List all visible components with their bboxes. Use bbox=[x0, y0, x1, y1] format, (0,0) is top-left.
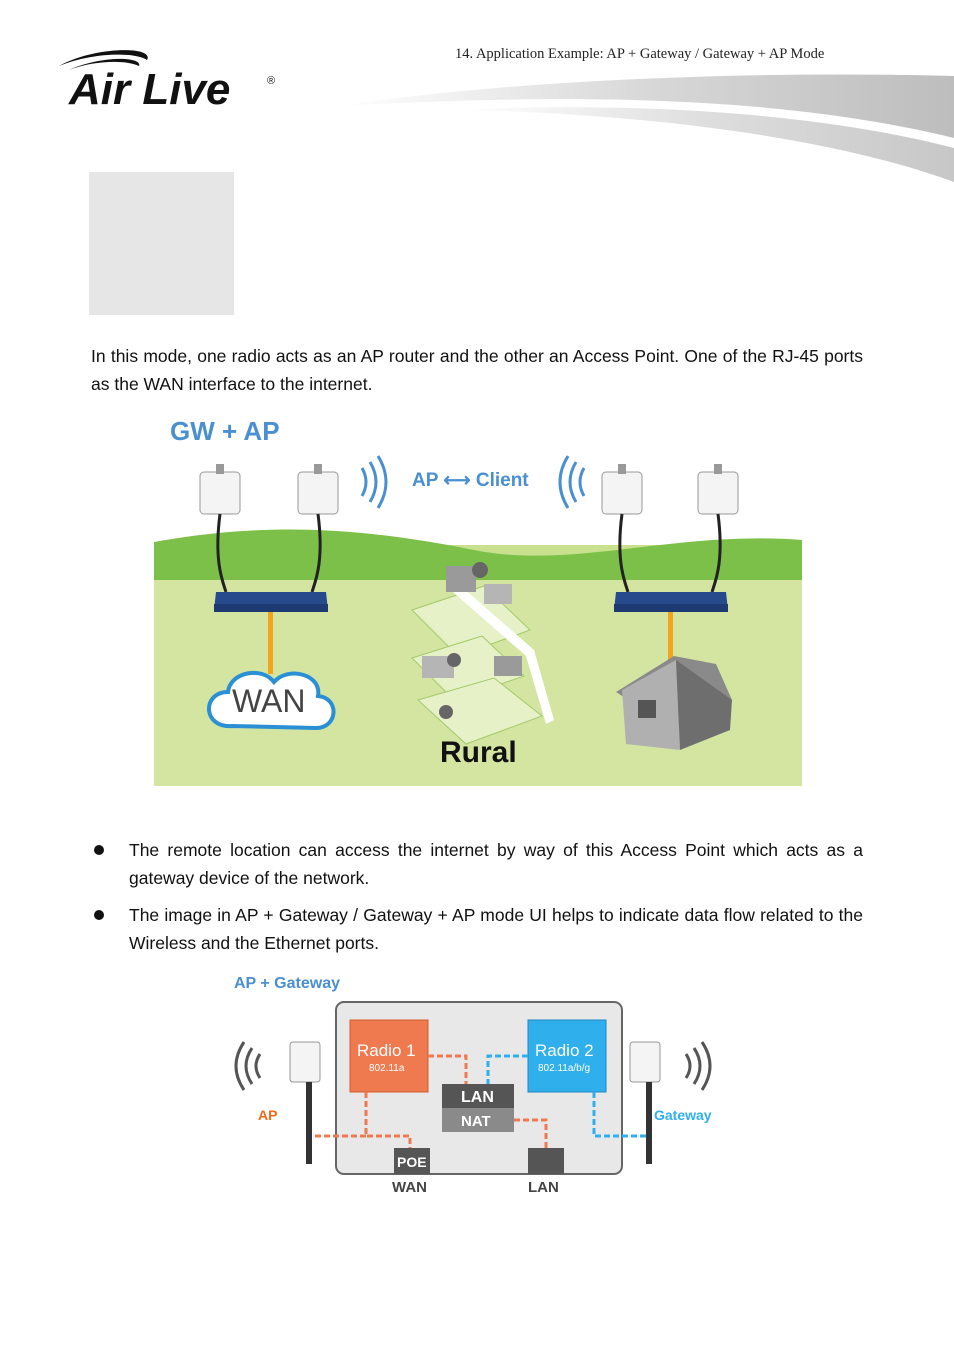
wan-port-label: WAN bbox=[392, 1179, 427, 1196]
right-ap-units bbox=[601, 464, 739, 593]
wifi-waves-left-icon bbox=[360, 455, 388, 509]
right-wifi-waves-icon bbox=[684, 1041, 712, 1091]
lan-port-label: LAN bbox=[528, 1179, 559, 1196]
bullet-dot bbox=[94, 845, 104, 855]
left-cable bbox=[268, 612, 273, 674]
radio1-label: Radio 1 bbox=[357, 1041, 416, 1060]
bullet-item: The remote location can access the inter… bbox=[129, 840, 863, 888]
lan-block bbox=[442, 1084, 514, 1108]
gateway-side-label: Gateway bbox=[654, 1107, 712, 1123]
ap-gateway-diagram: AP + Gateway Radio 1 802.11a Radio 2 802… bbox=[234, 975, 712, 1196]
nat-block bbox=[442, 1108, 514, 1132]
link-label: AP ⟷ Client bbox=[412, 470, 529, 491]
ap-side-label: AP bbox=[258, 1107, 277, 1123]
diagram-title: GW + AP bbox=[170, 416, 280, 446]
wan-cloud-icon: WAN bbox=[207, 671, 336, 731]
bullet-dot bbox=[94, 910, 104, 920]
airlive-logo: Air Live ® bbox=[59, 50, 275, 113]
header-swoosh-graphic bbox=[340, 74, 954, 182]
wifi-waves-right-icon bbox=[558, 455, 586, 509]
house-icon bbox=[616, 656, 732, 750]
nat-block-label: NAT bbox=[461, 1113, 491, 1130]
wan-cloud-label: WAN bbox=[232, 683, 305, 719]
radio2-standard: 802.11a/b/g bbox=[538, 1063, 590, 1074]
poe-port bbox=[394, 1148, 430, 1174]
radio1-standard: 802.11a bbox=[369, 1063, 405, 1074]
chapter-marker-box bbox=[89, 172, 234, 315]
rural-label: Rural bbox=[440, 736, 517, 769]
gw-ap-diagram: GW + AP AP ⟷ Client WAN Rur bbox=[154, 410, 802, 786]
left-ap-icon bbox=[289, 1041, 321, 1083]
logo-wordmark: Air Live bbox=[68, 65, 230, 113]
right-cable bbox=[668, 612, 673, 660]
radio1-block bbox=[349, 1019, 429, 1093]
lan-port bbox=[528, 1148, 564, 1174]
radio2-label: Radio 2 bbox=[535, 1041, 594, 1060]
intro-paragraph: In this mode, one radio acts as an AP ro… bbox=[91, 346, 863, 394]
radio2-block bbox=[527, 1019, 607, 1093]
lan-block-label: LAN bbox=[461, 1089, 494, 1106]
bullet-item: The image in AP + Gateway / Gateway + AP… bbox=[129, 905, 863, 953]
logo-registered-mark: ® bbox=[267, 75, 275, 87]
right-router-icon bbox=[614, 592, 728, 612]
left-wifi-waves-icon bbox=[234, 1041, 262, 1091]
right-ap-icon bbox=[629, 1041, 661, 1083]
diagram-title: AP + Gateway bbox=[234, 975, 340, 992]
poe-port-label: POE bbox=[397, 1154, 427, 1170]
running-header: 14. Application Example: AP + Gateway / … bbox=[455, 46, 825, 62]
rural-village-graphic bbox=[411, 562, 554, 745]
left-ap-units bbox=[199, 464, 339, 593]
left-router-icon bbox=[214, 592, 328, 612]
